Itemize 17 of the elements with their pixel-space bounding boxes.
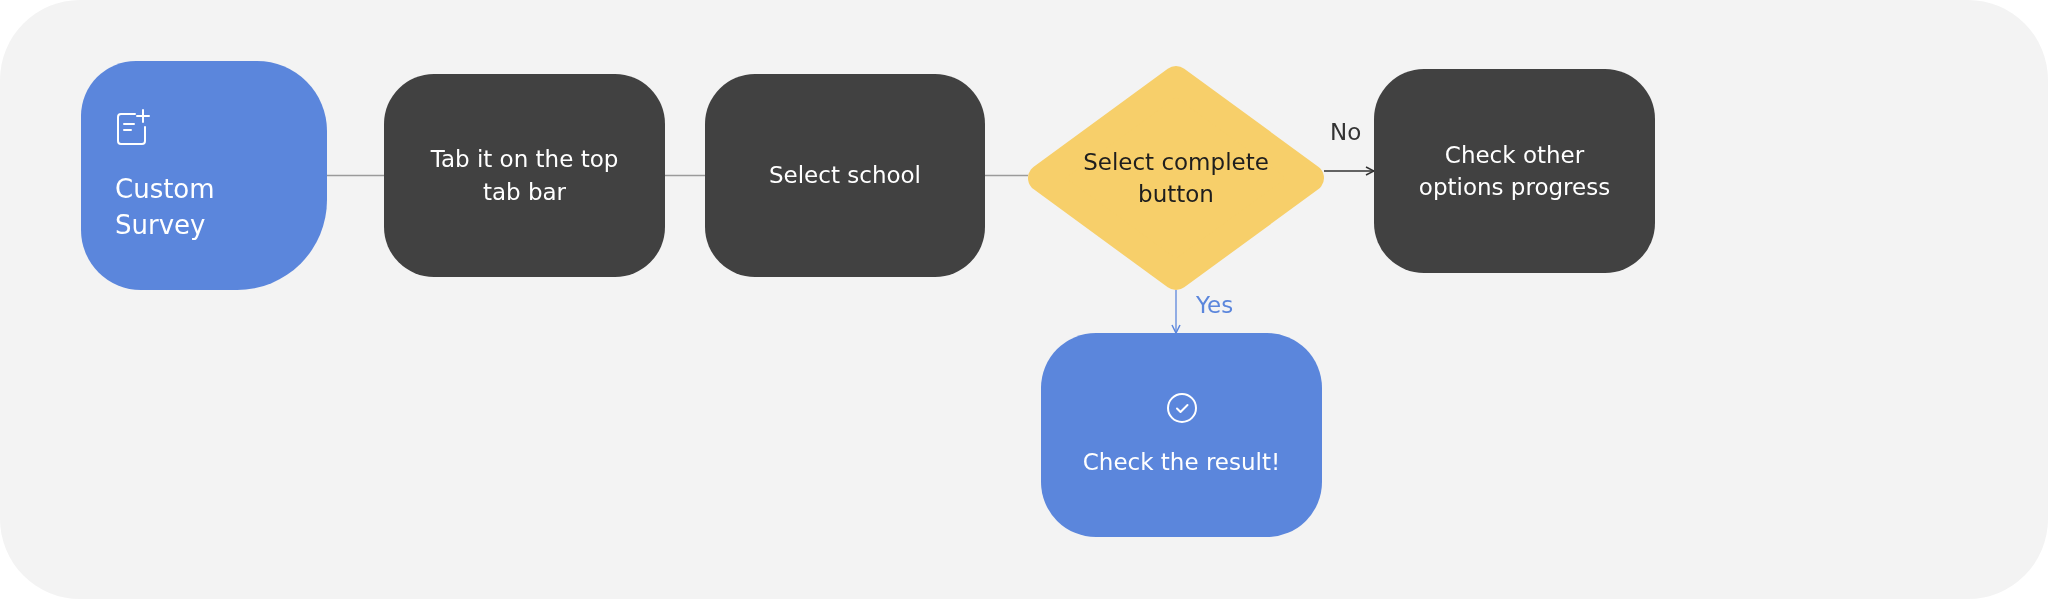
process-box	[1374, 69, 1655, 273]
node-text: Select school	[769, 161, 921, 191]
connector-line	[984, 174, 1029, 177]
start-box	[81, 61, 327, 290]
node-text: Check the result!	[1082, 447, 1281, 477]
process-box	[384, 74, 665, 277]
arrow	[1323, 166, 1375, 176]
arrow	[1171, 289, 1181, 334]
connector-line	[326, 174, 385, 177]
end-box	[1041, 333, 1322, 537]
node-text: Select complete button	[1082, 147, 1270, 209]
connector-line	[664, 174, 706, 177]
process-box	[705, 74, 985, 277]
node-text: Check other options progress	[1417, 140, 1612, 202]
decision-diamond	[1028, 66, 1324, 290]
node-text: Tab it on the top tab bar	[429, 145, 620, 207]
node-text: Custom Survey	[115, 173, 216, 242]
